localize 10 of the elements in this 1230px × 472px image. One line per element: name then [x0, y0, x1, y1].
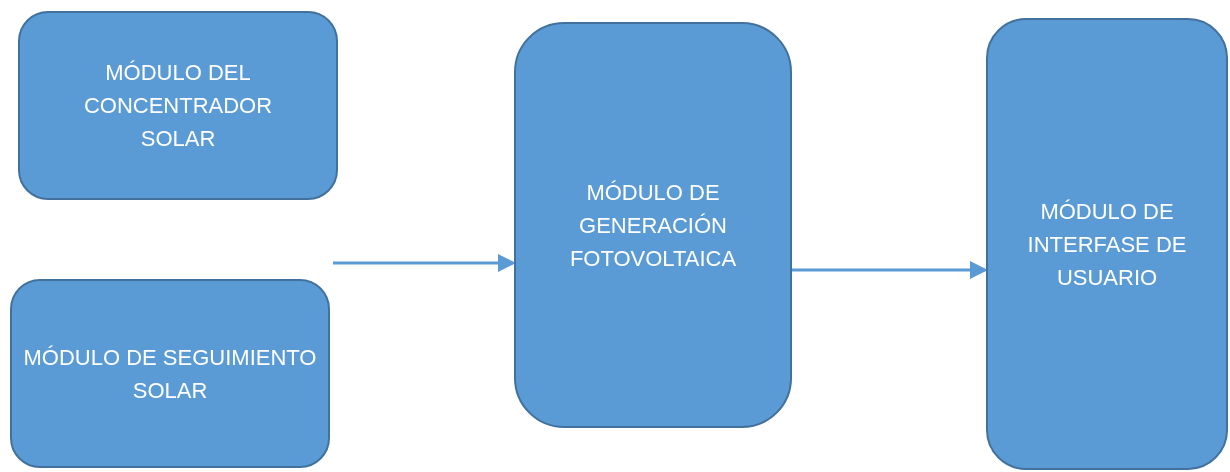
arrow: [333, 254, 516, 272]
process-box: [514, 22, 792, 428]
box-label: MÓDULO DE GENERACIÓN FOTOVOLTAICA: [568, 178, 738, 273]
box-label: MÓDULO DE INTERFASE DE USUARIO: [1026, 197, 1188, 292]
process-box: [10, 279, 330, 468]
box-label: MÓDULO DEL CONCENTRADOR SOLAR: [82, 59, 274, 153]
box-label: MÓDULO DE SEGUIMIENTO SOLAR: [22, 343, 318, 405]
arrow: [792, 261, 988, 279]
process-box: [986, 18, 1228, 470]
process-box: [18, 11, 338, 200]
